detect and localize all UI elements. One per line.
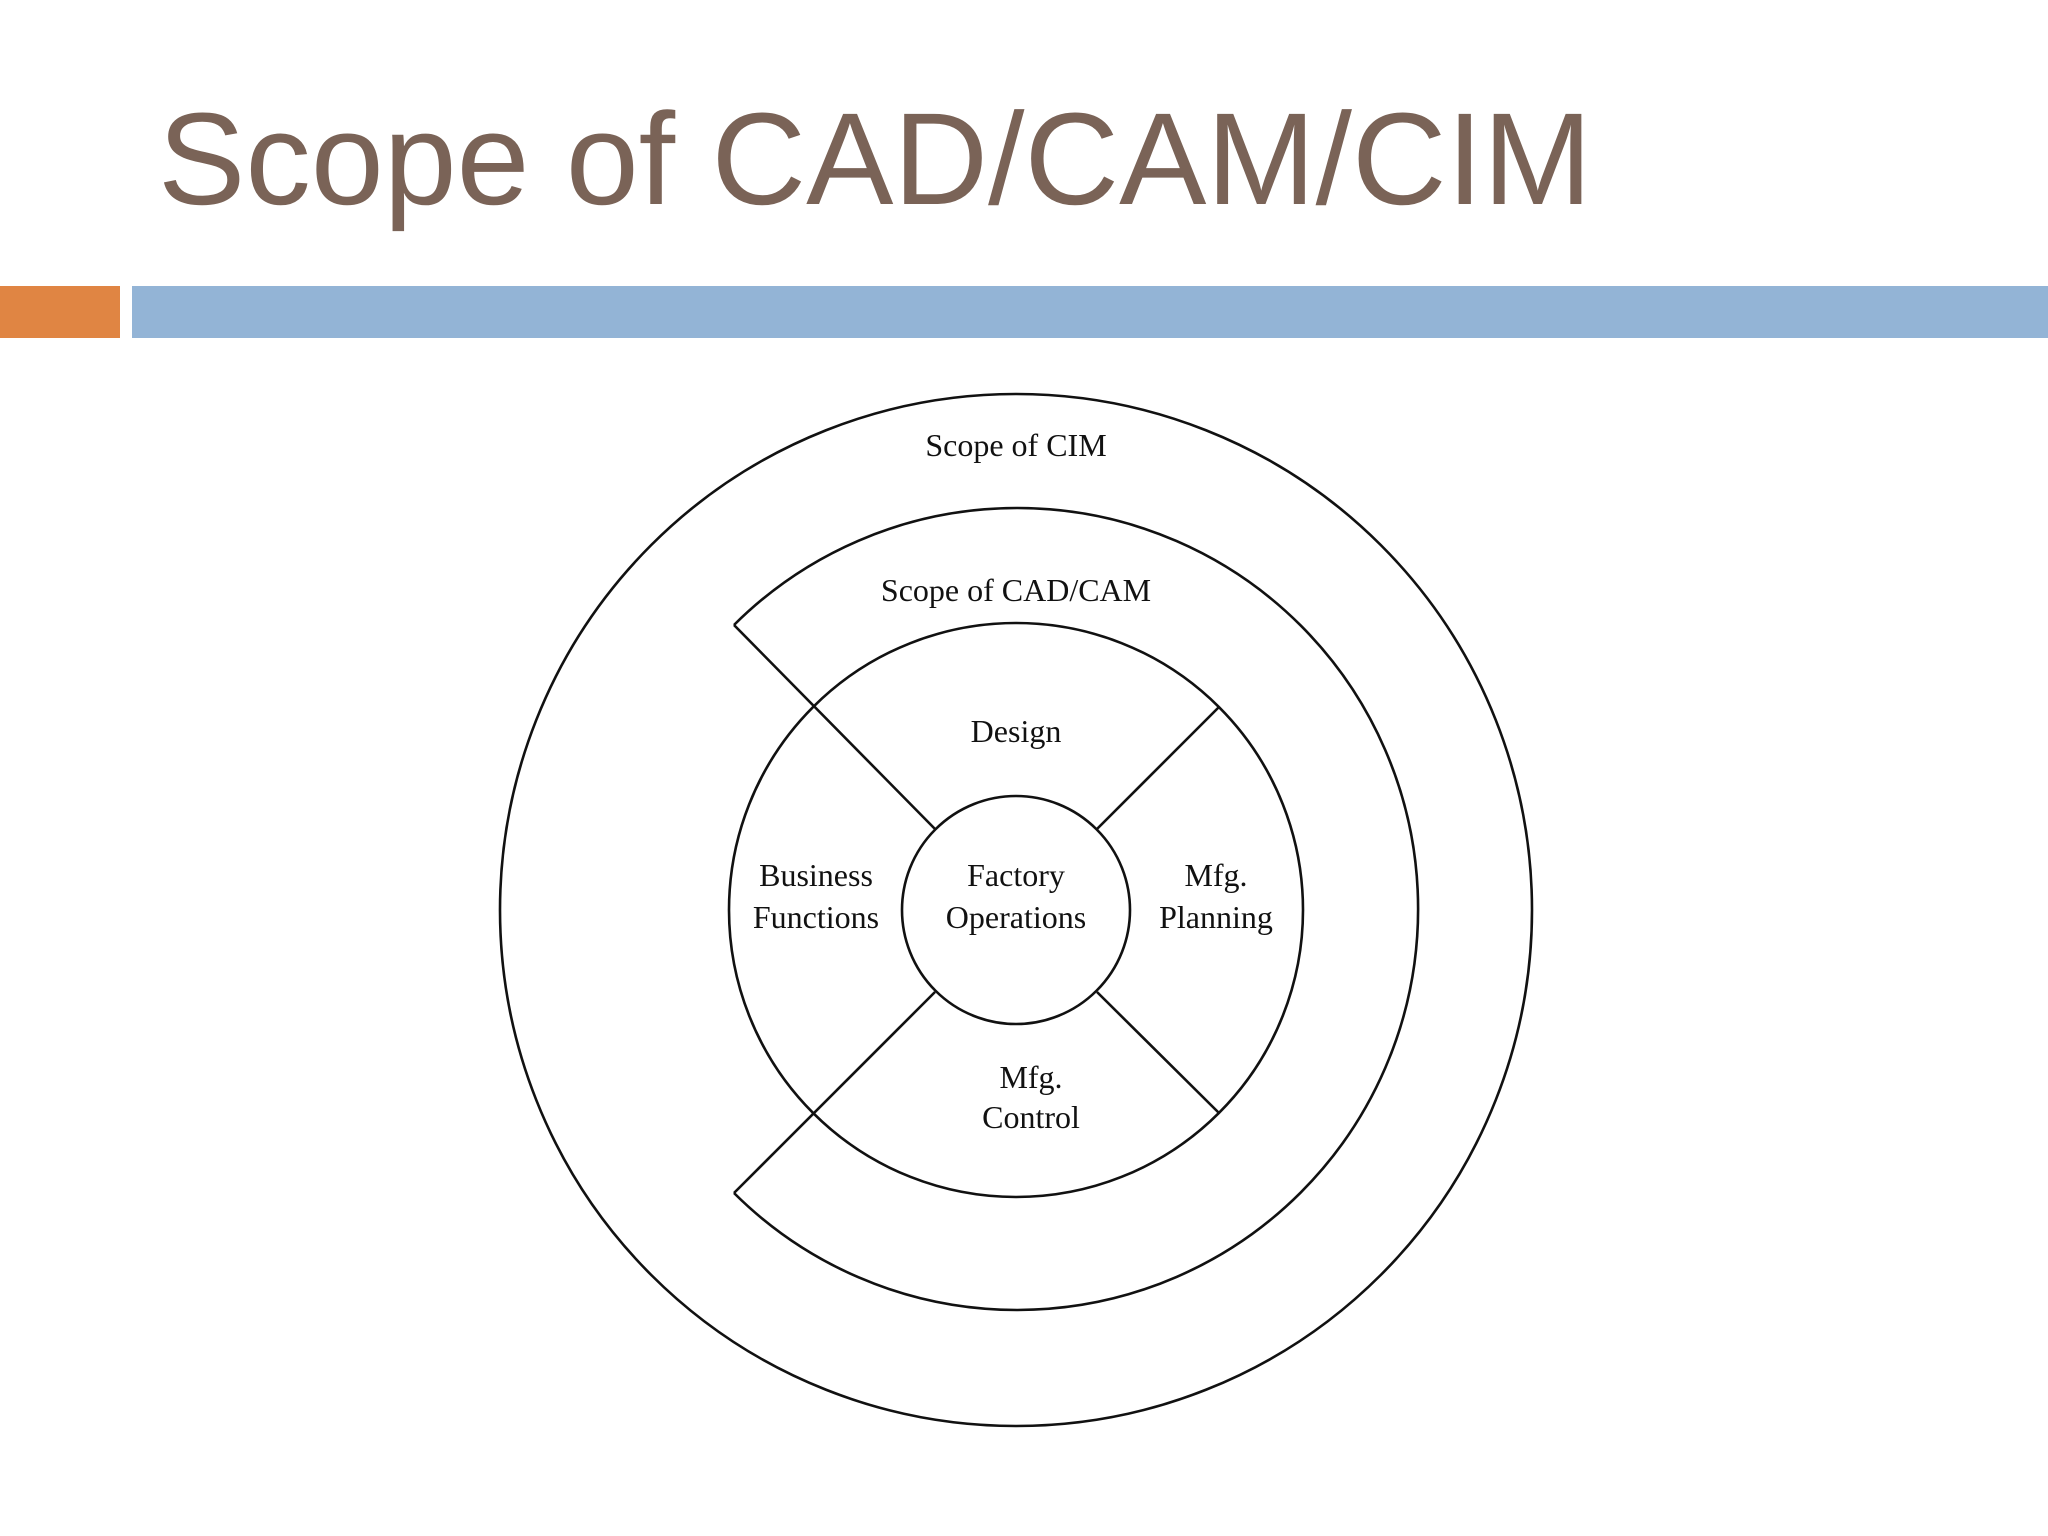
divider-upper-left <box>733 624 936 830</box>
segment-business-functions-label-line1: Business <box>759 857 873 893</box>
factory-operations-circle <box>900 794 1132 1026</box>
functions-ring <box>727 621 1305 1199</box>
accent-bar-blue <box>132 286 2048 338</box>
accent-bar-orange <box>0 286 120 338</box>
center-factory-operations-label-line1: Factory <box>967 857 1065 893</box>
divider-upper-right <box>1096 706 1220 830</box>
segment-mfg-planning-label-line1: Mfg. <box>1184 857 1247 893</box>
segment-business-functions-label-line2: Functions <box>753 899 879 935</box>
cad-cam-scope-label: Scope of CAD/CAM <box>881 572 1151 608</box>
segment-mfg-planning-label-line2: Planning <box>1159 899 1273 935</box>
cad-cam-scope-arc <box>733 506 1420 1312</box>
cim-scope-ring <box>498 392 1534 1428</box>
segment-mfg-control-label-line2: Control <box>982 1099 1080 1135</box>
divider-lower-right <box>1096 991 1220 1114</box>
segment-design-label: Design <box>971 713 1062 749</box>
cim-scope-label: Scope of CIM <box>925 427 1106 463</box>
slide-title: Scope of CAD/CAM/CIM <box>158 85 1593 232</box>
segment-mfg-control-label-line1: Mfg. <box>999 1059 1062 1095</box>
divider-lower-left <box>733 991 936 1194</box>
center-factory-operations-label-line2: Operations <box>946 899 1086 935</box>
